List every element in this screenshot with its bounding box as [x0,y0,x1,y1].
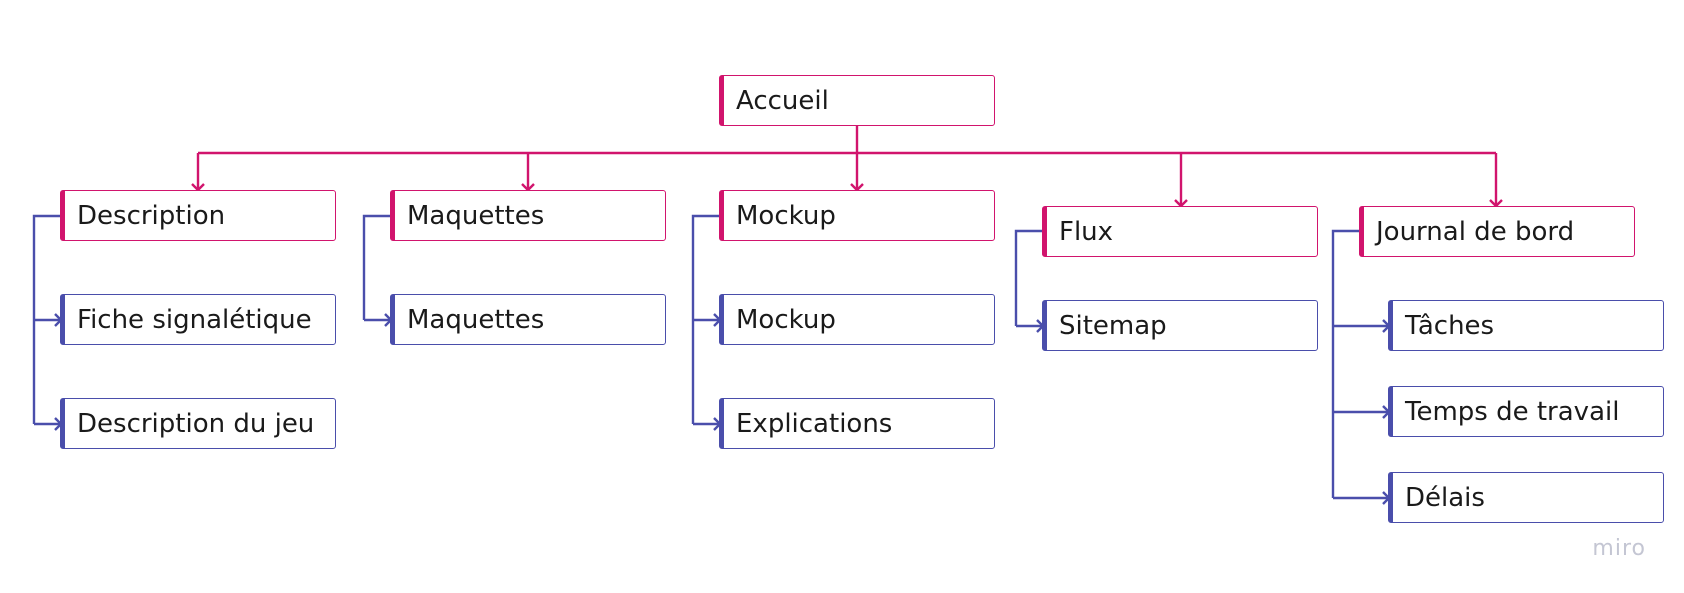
node-description-du-jeu[interactable]: Description du jeu [60,398,336,449]
node-label: Mockup [736,304,836,335]
node-label: Fiche signalétique [77,304,312,335]
node-label: Mockup [736,200,836,231]
node-label: Tâches [1405,310,1495,341]
node-label: Description du jeu [77,408,315,439]
node-mockup[interactable]: Mockup [719,190,995,241]
node-maquettes-child[interactable]: Maquettes [390,294,666,345]
node-taches[interactable]: Tâches [1388,300,1664,351]
node-accueil[interactable]: Accueil [719,75,995,126]
node-temps-de-travail[interactable]: Temps de travail [1388,386,1664,437]
node-journal-de-bord[interactable]: Journal de bord [1359,206,1635,257]
node-fiche-signaletique[interactable]: Fiche signalétique [60,294,336,345]
node-mockup-child[interactable]: Mockup [719,294,995,345]
node-label: Délais [1405,482,1485,513]
node-label: Accueil [736,85,829,116]
child-links [32,214,1391,505]
node-explications[interactable]: Explications [719,398,995,449]
miro-logo: miro [1592,536,1646,561]
node-label: Explications [736,408,893,439]
node-label: Sitemap [1059,310,1167,341]
node-delais[interactable]: Délais [1388,472,1664,523]
node-label: Journal de bord [1376,216,1575,247]
node-sitemap[interactable]: Sitemap [1042,300,1318,351]
root-links [191,126,1503,208]
node-label: Temps de travail [1405,396,1620,427]
node-label: Maquettes [407,200,545,231]
node-flux[interactable]: Flux [1042,206,1318,257]
node-label: Flux [1059,216,1114,247]
node-description[interactable]: Description [60,190,336,241]
node-label: Description [77,200,226,231]
node-label: Maquettes [407,304,545,335]
node-maquettes[interactable]: Maquettes [390,190,666,241]
